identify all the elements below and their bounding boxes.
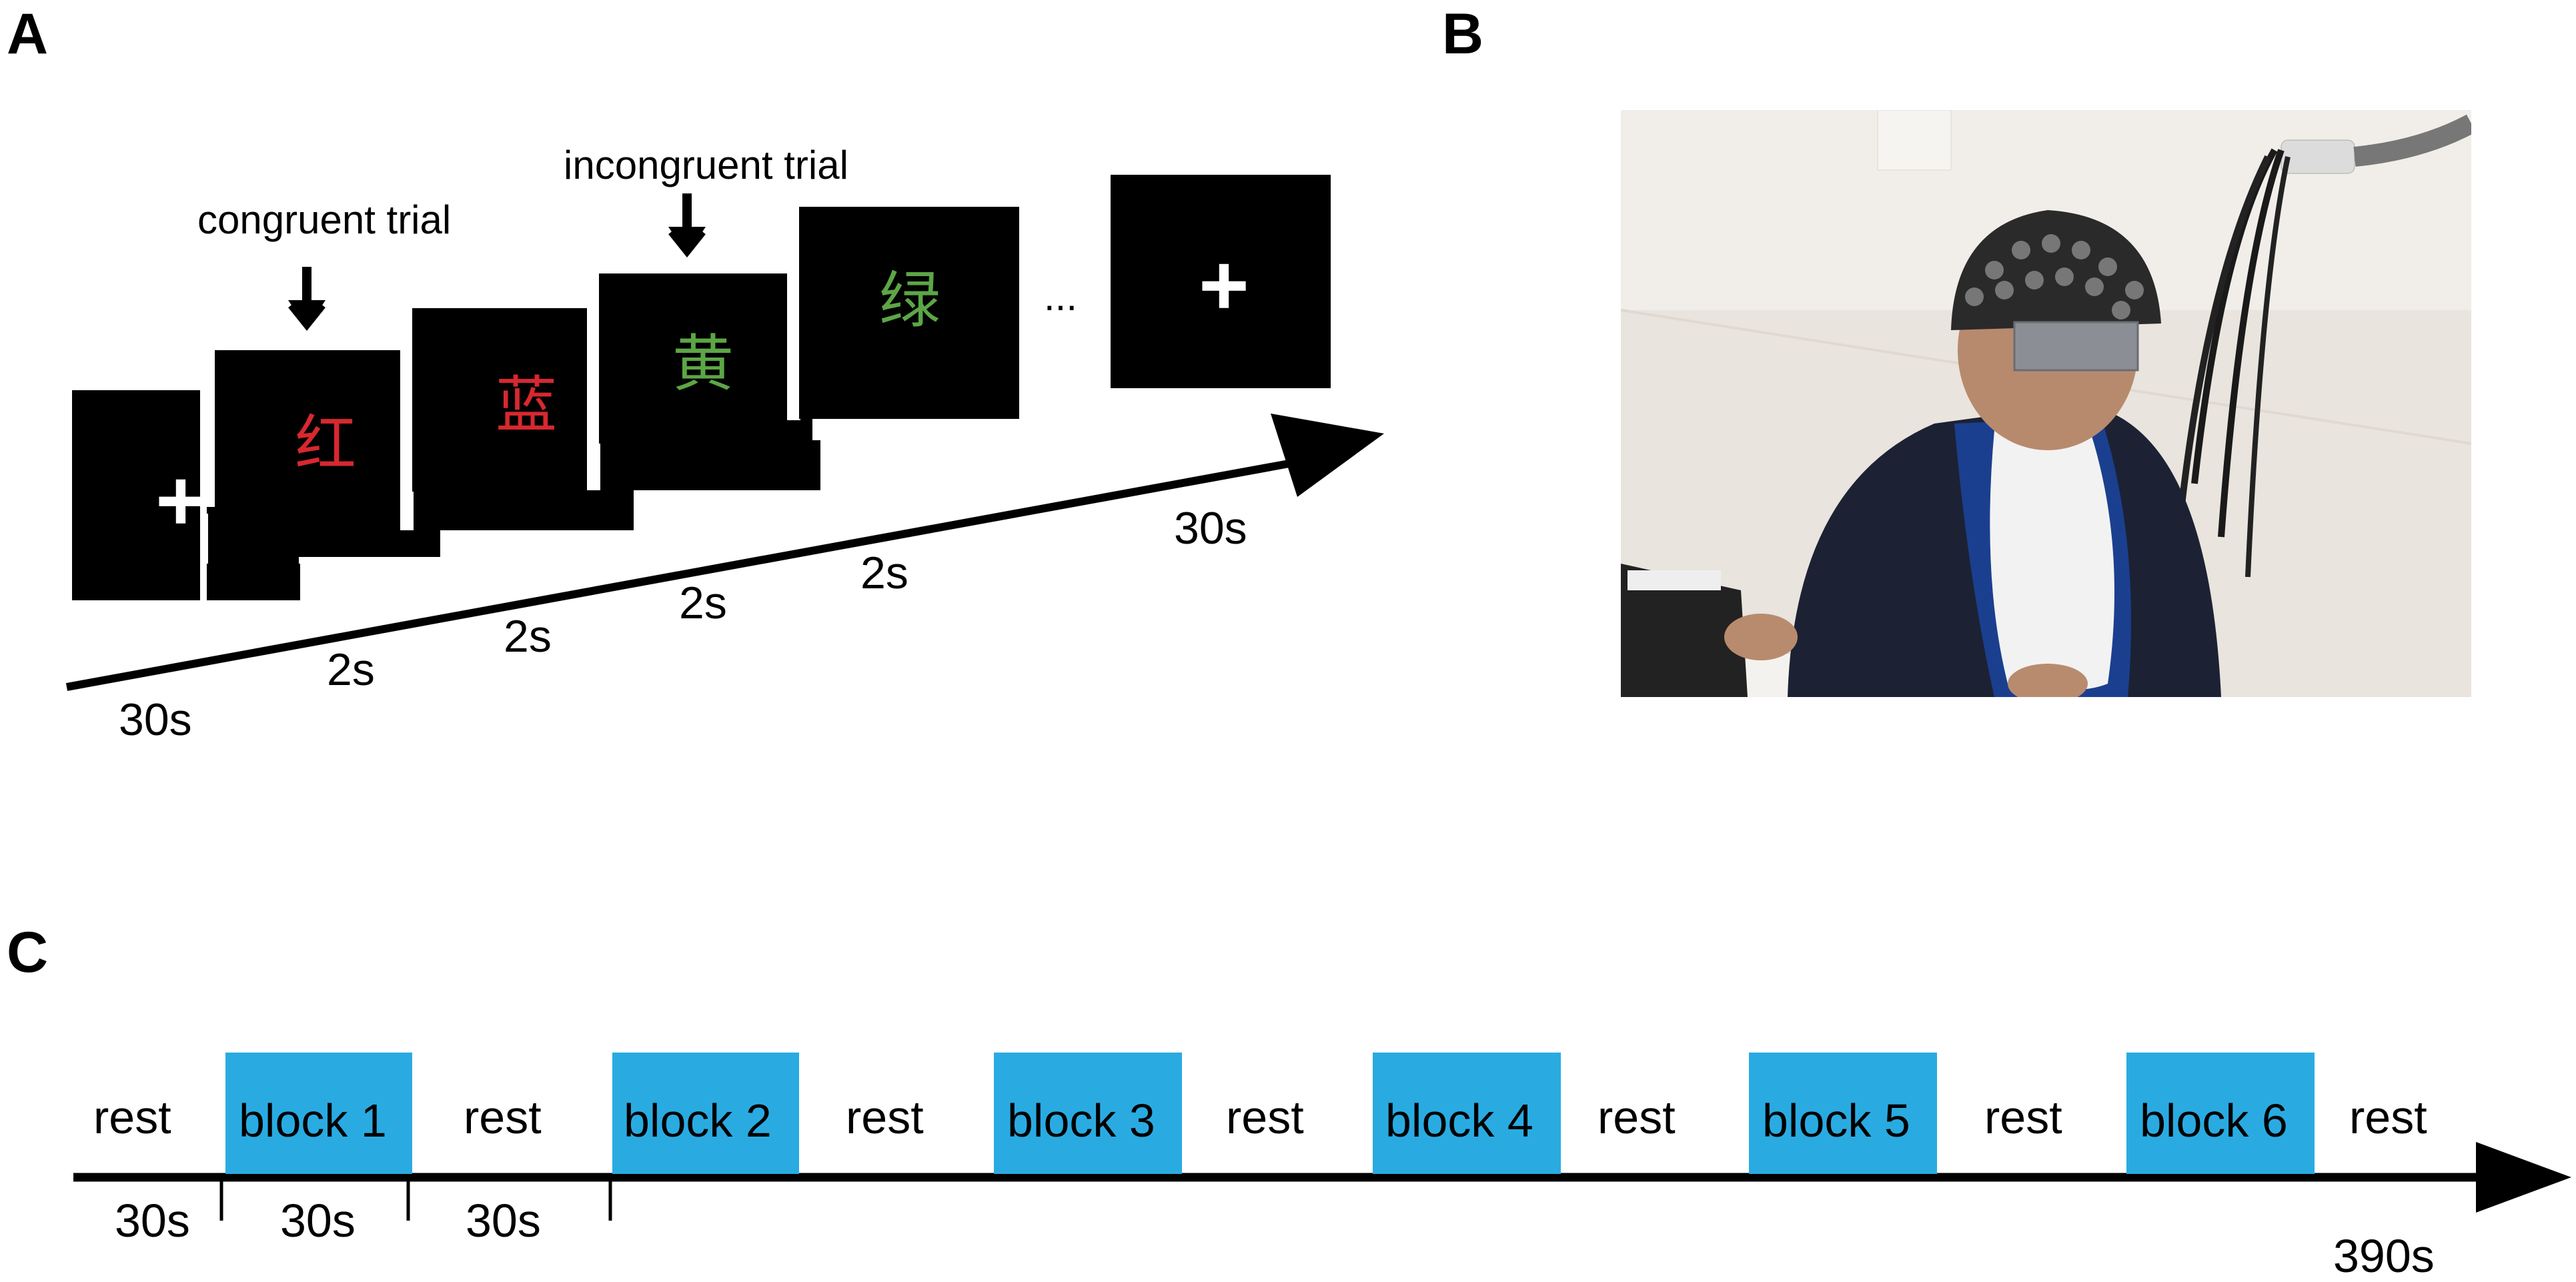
segment-block-3: block 3 [1007,1095,1155,1147]
stimulus-char-4: 绿 [879,265,941,336]
segment-rest-3: rest [846,1091,924,1143]
panel-b-letter: B [1442,2,1484,66]
time-label-trial-1: 2s [327,644,375,695]
segment-block-5: block 5 [1762,1095,1910,1147]
stimulus-screen-3: 黄 [599,273,812,444]
stimulus-char-1-face: 红 [295,408,357,480]
time-label-fixation: 30s [119,694,192,745]
stimulus-char-3: 黄 [672,328,734,400]
congruent-trial-label: congruent trial [197,197,452,242]
fixation-screen-tail [207,564,300,600]
stimulus-2-edge [400,308,414,530]
stimulus-char-2: 蓝 [496,370,558,441]
time-label-trial-2: 2s [504,611,552,662]
block-5-box [1749,1053,1937,1174]
panel-a-letter: A [7,2,49,66]
duration-block: 30s [280,1195,356,1247]
fixation-cross: + [155,452,206,549]
end-time-label: 390s [2333,1230,2435,1282]
segment-rest-5: rest [1597,1091,1676,1143]
block-3-box [994,1053,1182,1174]
block-2-box [612,1053,799,1174]
time-label-trial-4: 2s [860,548,908,598]
stimulus-screen-3-tail [614,440,820,490]
segment-rest-2: rest [464,1091,542,1143]
segment-block-2: block 2 [624,1095,772,1147]
stimulus-3-edge [587,273,600,490]
duration-rest-2: 30s [466,1195,541,1247]
fixation-screen-front: + [72,390,206,557]
time-label-final-fixation: 30s [1174,503,1247,554]
stimulus-screen-4: 绿 [799,207,1019,419]
segment-rest-4: rest [1226,1091,1304,1143]
panel-c-letter: C [7,920,49,985]
block-4-box [1373,1053,1561,1174]
segment-rest-1: rest [93,1091,171,1143]
trial-ellipsis: ... [1044,274,1078,319]
stimulus-screen-1-tail [207,507,437,557]
congruent-down-arrow-icon [288,267,326,332]
fixation-cross-final: + [1199,236,1249,334]
participant-photo [1621,110,2471,697]
participant-photo-drawing [1621,110,2471,697]
segment-block-4: block 4 [1385,1095,1533,1147]
time-label-trial-3: 2s [679,578,727,628]
stimulus-1-tail-gap [200,514,208,600]
segment-block-1: block 1 [239,1095,387,1147]
duration-rest: 30s [115,1195,190,1247]
segment-rest-7: rest [2349,1091,2427,1143]
stimulus-1-edge [200,350,215,557]
incongruent-trial-label: incongruent trial [564,143,848,187]
block-1-box [225,1053,412,1174]
fixation-screen-final: + [1111,175,1331,388]
incongruent-down-arrow-icon [668,193,706,258]
segment-rest-6: rest [1984,1091,2062,1143]
segment-block-6: block 6 [2140,1095,2288,1147]
stimulus-4-edge [787,207,800,420]
block-6-box [2126,1053,2315,1174]
